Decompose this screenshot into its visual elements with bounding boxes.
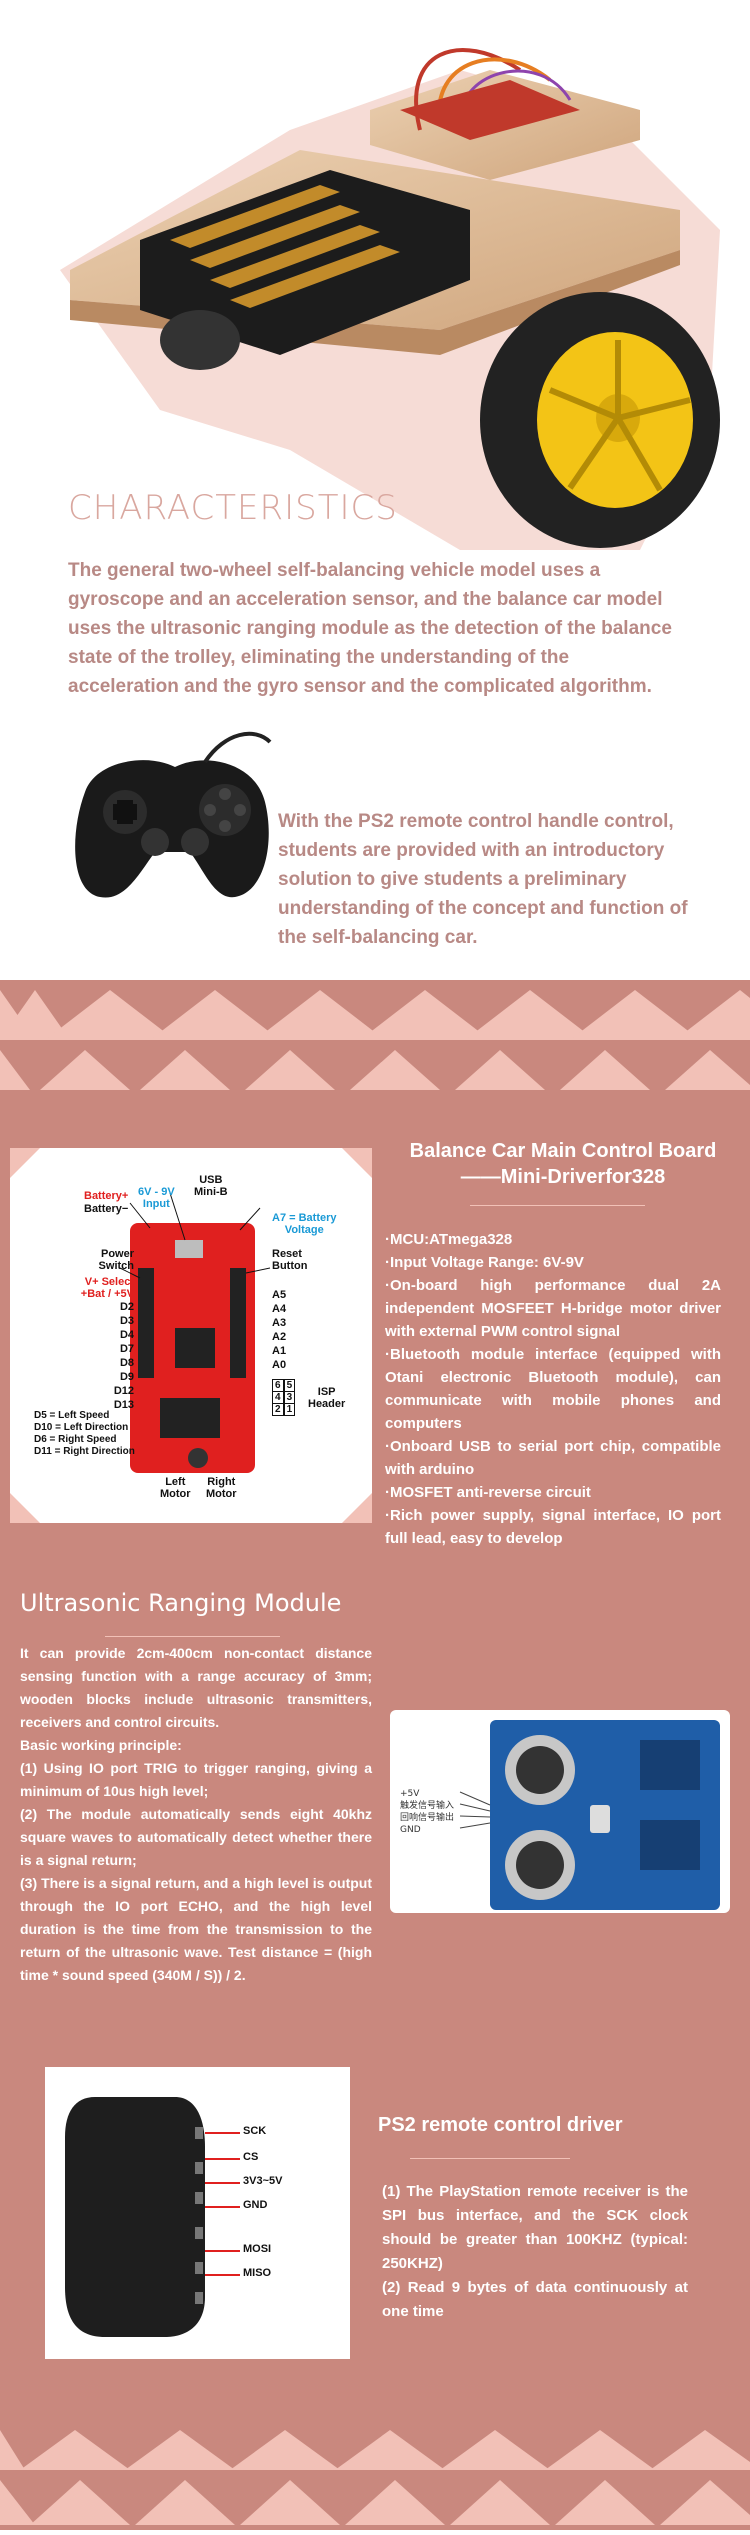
ps2-pin-mosi: MOSI	[243, 2243, 272, 2255]
label-switch: Switch	[98, 1260, 134, 1272]
legend-item: D5 = Left Speed	[34, 1410, 110, 1421]
label-voltage: Voltage	[284, 1224, 324, 1236]
label-usb: USB	[199, 1174, 223, 1186]
ultrasonic-line: Basic working principle:	[20, 1737, 182, 1753]
label-vselect-options: +Bat / +5V	[80, 1288, 134, 1300]
board-title-line2: ——Mini-Driverfor328	[460, 1166, 666, 1188]
pin-label: A4	[272, 1303, 287, 1315]
pin-label: A2	[272, 1331, 287, 1343]
label-reset: Reset	[272, 1248, 302, 1260]
ps2-description: (1) The PlayStation remote receiver is t…	[382, 2180, 688, 2324]
ps2-controller-image	[55, 722, 280, 912]
ultrasonic-pin-label: +5V	[400, 1789, 420, 1799]
pin-label: D8	[119, 1357, 134, 1369]
label-battery-minus: Battery−	[84, 1203, 129, 1215]
ps2-title: PS2 remote control driver	[378, 2114, 623, 2136]
isp-pin: 2	[272, 1403, 284, 1416]
ps2-description-line: (1) The PlayStation remote receiver is t…	[382, 2183, 688, 2272]
label-vselect: V+ Select	[84, 1276, 134, 1288]
ultrasonic-pin-label: 回响信号输出	[400, 1813, 455, 1823]
ps2-description-line: (2) Read 9 bytes of data continuously at…	[382, 2279, 688, 2320]
ultrasonic-pin-label: GND	[400, 1825, 421, 1835]
pin-label: D4	[119, 1329, 134, 1341]
ultrasonic-pin-label: 触发信号输入	[400, 1801, 455, 1811]
label-isp: ISP	[317, 1386, 336, 1398]
ps2-intro-paragraph: With the PS2 remote control handle contr…	[278, 811, 688, 948]
ps2-pin-power: 3V3~5V	[243, 2175, 283, 2187]
isp-pin: 1	[283, 1403, 296, 1416]
label-a7: A7 = Battery	[272, 1212, 337, 1224]
pin-label: A3	[272, 1317, 287, 1329]
board-title-line1: Balance Car Main Control Board	[409, 1140, 717, 1162]
label-left: Left	[165, 1476, 186, 1488]
isp-pin: 3	[283, 1391, 296, 1404]
board-title-underline	[470, 1205, 645, 1206]
isp-pin: 5	[283, 1379, 296, 1392]
triangle-banner-top	[0, 980, 750, 1090]
feature-item: ·On-board high performance dual 2A indep…	[385, 1277, 721, 1340]
isp-pin: 6	[272, 1379, 284, 1392]
ultrasonic-line: (3) There is a signal return, and a high…	[20, 1875, 372, 1983]
ultrasonic-title: Ultrasonic Ranging Module	[20, 1589, 342, 1617]
feature-item: ·Onboard USB to serial port chip, compat…	[385, 1438, 721, 1478]
feature-item: ·MOSFET anti-reverse circuit	[385, 1484, 591, 1501]
ps2-pin-gnd: GND	[243, 2199, 268, 2211]
feature-item: ·MCU:ATmega328	[385, 1231, 513, 1248]
ps2-pin-miso: MISO	[243, 2267, 272, 2279]
ps2-pin-sck: SCK	[243, 2125, 267, 2137]
label-input: Input	[142, 1198, 170, 1210]
label-mini-b: Mini-B	[194, 1186, 228, 1198]
characteristics-paragraph: The general two-wheel self-balancing veh…	[68, 560, 672, 697]
label-right: Right	[207, 1476, 236, 1488]
label-power: Power	[100, 1248, 134, 1260]
legend-item: D6 = Right Speed	[34, 1434, 117, 1445]
pin-label: D9	[119, 1371, 134, 1383]
legend-item: D11 = Right Direction	[34, 1446, 135, 1457]
feature-item: ·Input Voltage Range: 6V-9V	[385, 1254, 584, 1271]
pin-label: D13	[113, 1399, 134, 1411]
label-button: Button	[272, 1260, 308, 1272]
isp-pin: 4	[272, 1391, 284, 1404]
board-title: Balance Car Main Control Board ——Mini-Dr…	[383, 1138, 743, 1190]
board-feature-list: ·MCU:ATmega328 ·Input Voltage Range: 6V-…	[385, 1228, 721, 1550]
ultrasonic-line: (1) Using IO port TRIG to trigger rangin…	[20, 1760, 372, 1799]
pin-label: D12	[113, 1385, 134, 1397]
label-input-voltage: 6V - 9V	[138, 1186, 175, 1198]
feature-item: ·Bluetooth module interface (equipped wi…	[385, 1346, 721, 1432]
ultrasonic-title-underline	[105, 1636, 280, 1637]
pin-label: A5	[272, 1289, 287, 1301]
pin-label: A1	[272, 1345, 287, 1357]
ultrasonic-description: It can provide 2cm-400cm non-contact dis…	[20, 1642, 372, 1987]
label-motor-left: Motor	[160, 1488, 191, 1500]
legend-item: D10 = Left Direction	[34, 1422, 129, 1433]
ultrasonic-line: (2) The module automatically sends eight…	[20, 1806, 372, 1868]
pin-label: A0	[272, 1359, 287, 1371]
pin-label: D7	[119, 1343, 134, 1355]
label-battery-plus: Battery+	[84, 1190, 129, 1202]
ps2-pin-cs: CS	[243, 2151, 259, 2163]
board-photo-frame: Battery+ Battery− 6V - 9V Input USB Mini…	[10, 1148, 372, 1523]
pin-label: D3	[119, 1315, 134, 1327]
triangle-banner-bottom	[0, 2420, 750, 2530]
hero-car-image	[40, 10, 720, 550]
label-header: Header	[308, 1398, 346, 1410]
ultrasonic-line: It can provide 2cm-400cm non-contact dis…	[20, 1645, 372, 1730]
ps2-receiver-image: SCK CS 3V3~5V GND MOSI MISO	[45, 2067, 350, 2359]
pin-label: D2	[119, 1301, 134, 1313]
ps2-title-underline	[410, 2158, 570, 2159]
label-motor-right: Motor	[206, 1488, 237, 1500]
characteristics-heading: CHARACTERISTICS	[68, 488, 398, 528]
ultrasonic-module-image: +5V 触发信号输入 回响信号输出 GND	[390, 1710, 730, 1913]
feature-item: ·Rich power supply, signal interface, IO…	[385, 1507, 721, 1547]
